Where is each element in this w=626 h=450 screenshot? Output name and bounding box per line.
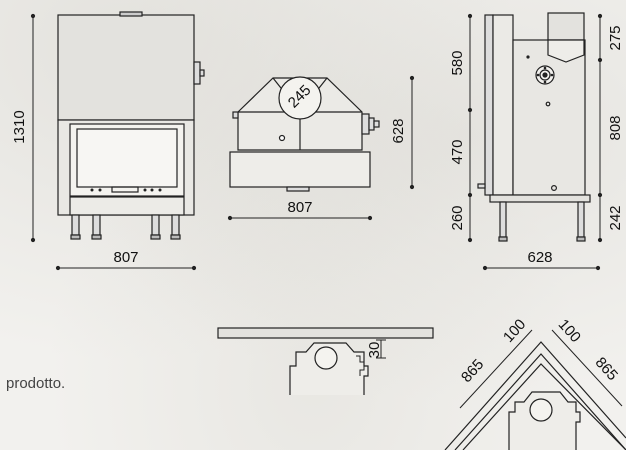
front-leg-4 bbox=[171, 214, 180, 236]
corner-flue-circle bbox=[529, 398, 553, 422]
wall-view bbox=[217, 327, 434, 395]
corner-left-leg-label: 865 bbox=[458, 356, 487, 386]
corner-inner-edge bbox=[454, 353, 626, 450]
front-leg-2 bbox=[92, 214, 101, 236]
side-leg-back bbox=[577, 201, 585, 238]
side-back-plate bbox=[484, 14, 494, 196]
top-flue-circle bbox=[278, 76, 322, 120]
top-width-label: 807 bbox=[287, 199, 312, 216]
side-r-mid-label: 808 bbox=[607, 115, 624, 140]
wall-slab bbox=[217, 327, 434, 339]
top-view bbox=[229, 76, 380, 192]
corner-right-leg-label: 865 bbox=[592, 354, 621, 384]
front-air-vents bbox=[90, 188, 162, 192]
front-glass bbox=[76, 128, 178, 188]
corner-dim-lines bbox=[459, 329, 623, 409]
side-h-base-label: 260 bbox=[449, 205, 466, 230]
wall-offset-label: 30 bbox=[366, 342, 383, 359]
side-base-plate bbox=[489, 194, 591, 203]
front-view bbox=[57, 11, 205, 240]
corner-outer-edge bbox=[444, 341, 626, 450]
top-side-fitting bbox=[361, 113, 370, 135]
side-h-mid-label: 470 bbox=[449, 139, 466, 164]
side-width-label: 628 bbox=[527, 249, 552, 266]
front-flue-collar bbox=[119, 11, 143, 17]
top-depth-label: 628 bbox=[390, 118, 407, 143]
wall-flue-circle bbox=[314, 346, 338, 370]
caption-text: prodotto. bbox=[6, 375, 66, 392]
front-dim-lines bbox=[30, 13, 197, 271]
front-handle bbox=[111, 186, 139, 193]
corner-left-gap-label: 100 bbox=[500, 316, 529, 346]
side-flue-top bbox=[547, 12, 585, 41]
top-dim-lines bbox=[227, 75, 415, 221]
side-leg-front bbox=[499, 201, 507, 238]
front-leg-3 bbox=[151, 214, 160, 236]
side-body bbox=[512, 39, 586, 196]
front-width-label: 807 bbox=[113, 249, 138, 266]
top-front-panel bbox=[229, 151, 371, 188]
front-leg-1 bbox=[71, 214, 80, 236]
corner-right-gap-label: 100 bbox=[555, 316, 584, 346]
side-h-top-label: 580 bbox=[449, 50, 466, 75]
front-base-panel bbox=[69, 196, 185, 216]
side-view bbox=[477, 12, 591, 242]
side-dim-lines bbox=[467, 13, 603, 271]
corner-view bbox=[444, 341, 626, 450]
front-height-label: 1310 bbox=[11, 110, 28, 143]
front-side-fitting bbox=[193, 61, 201, 85]
side-r-base-label: 242 bbox=[607, 205, 624, 230]
front-hood bbox=[57, 14, 195, 121]
side-r-top-label: 275 bbox=[607, 25, 624, 50]
